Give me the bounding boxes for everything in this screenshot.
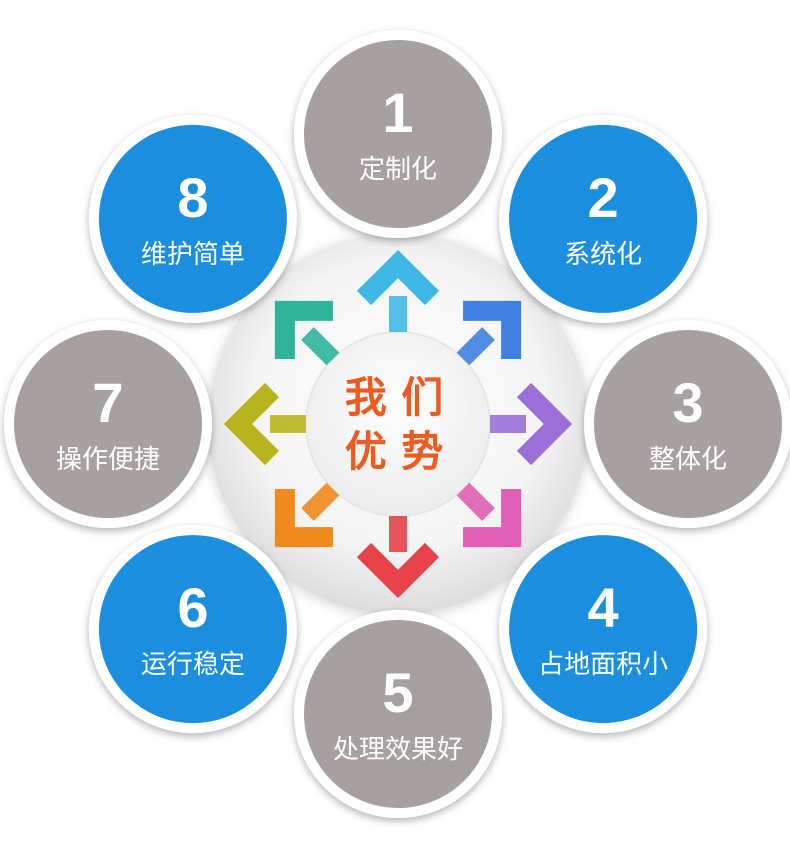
bubble-number: 2 — [588, 166, 619, 229]
advantage-bubble-3: 3 整体化 — [584, 320, 790, 528]
advantage-bubble-7: 7 操作便捷 — [4, 320, 212, 528]
bubble-label: 系统化 — [564, 240, 642, 270]
arrow-7-icon — [223, 382, 306, 466]
bubble-fill — [14, 330, 202, 518]
arrow-5-icon — [356, 516, 440, 599]
arrow-6-icon — [274, 482, 340, 548]
bubble-number: 4 — [588, 576, 619, 639]
bubble-label: 占地面积小 — [538, 650, 668, 680]
bubble-label: 处理效果好 — [333, 735, 463, 765]
hub-inner-disc — [305, 331, 491, 517]
bubble-number: 1 — [382, 81, 413, 144]
advantage-bubble-5: 5 处理效果好 — [294, 610, 502, 818]
bubble-number: 8 — [177, 166, 208, 229]
bubble-label: 定制化 — [359, 155, 437, 185]
center-title-line1: 我 们 — [345, 373, 444, 422]
bubble-group: 1 定制化 2 系统化 3 整体化 4 占地面积小 5 处理效果好 6 运行稳定 7 操作便捷 8 维护简单 — [4, 30, 790, 818]
bubble-number: 5 — [382, 661, 413, 724]
advantage-bubble-6: 6 运行稳定 — [88, 525, 297, 734]
bubble-fill — [509, 535, 698, 724]
bubble-fill — [304, 40, 492, 228]
arrow-2-icon — [456, 300, 522, 366]
advantage-bubble-4: 4 占地面积小 — [499, 525, 708, 734]
arrow-1-icon — [356, 249, 440, 332]
bubble-fill — [509, 124, 698, 313]
arrow-3-icon — [490, 382, 573, 466]
bubble-number: 3 — [672, 371, 703, 434]
advantage-bubble-2: 2 系统化 — [499, 114, 708, 323]
advantage-bubble-1: 1 定制化 — [294, 30, 502, 238]
bubble-number: 6 — [177, 576, 208, 639]
bubble-label: 维护简单 — [141, 240, 245, 270]
bubble-label: 运行稳定 — [141, 650, 245, 680]
bubble-number: 7 — [92, 371, 123, 434]
arrow-4-icon — [456, 482, 522, 548]
bubble-label: 操作便捷 — [56, 445, 160, 475]
bubble-fill — [594, 330, 782, 518]
bubble-fill — [304, 620, 492, 808]
arrow-8-icon — [274, 300, 340, 366]
bubble-label: 整体化 — [649, 445, 727, 475]
center-title-line2: 优 势 — [345, 427, 444, 476]
arrow-group — [223, 249, 573, 599]
bubble-fill — [98, 535, 287, 724]
bubble-fill — [98, 124, 287, 313]
advantage-bubble-8: 8 维护简单 — [88, 114, 297, 323]
